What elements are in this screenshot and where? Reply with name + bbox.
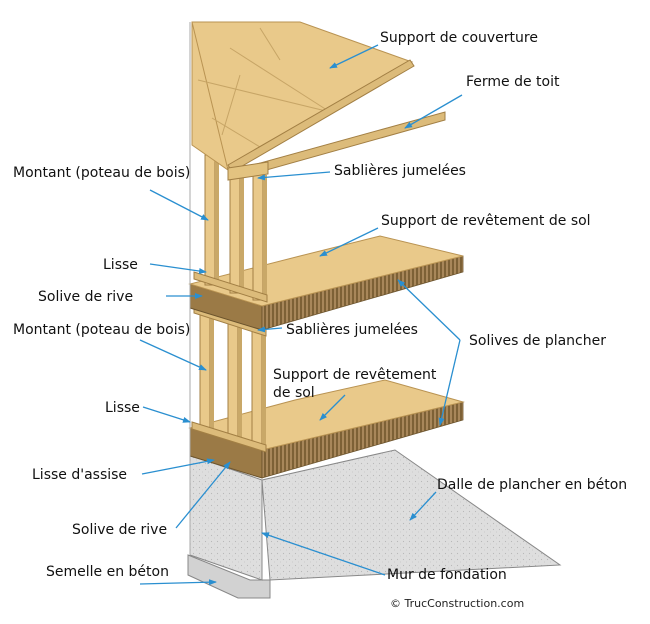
label-solive-rive-haut: Solive de rive [38,289,134,305]
label-ferme-toit: Ferme de toit [466,74,560,90]
label-mur-fondation: Mur de fondation [387,567,507,583]
label-lisse-bas: Lisse [105,400,140,416]
label-support-revetement-bas: Support de revêtement de sol [273,367,437,401]
copyright: © TrucConstruction.com [390,597,525,610]
roof [191,21,446,181]
label-support-revetement-haut: Support de revêtement de sol [381,213,591,229]
concrete-slab [261,449,562,581]
label-support-couverture: Support de couverture [380,30,538,46]
leader-arrows [139,44,463,586]
label-solives-plancher: Solives de plancher [469,333,606,349]
label-sablieres-haut: Sablières jumelées [334,163,466,179]
label-sablieres-bas: Sablières jumelées [286,322,418,338]
label-lisse-haut: Lisse [103,257,138,273]
roof-sheathing [191,21,414,171]
label-solive-rive-bas: Solive de rive [72,522,168,538]
label-semelle-beton: Semelle en béton [46,564,169,580]
footing [187,554,271,599]
label-dalle-beton: Dalle de plancher en béton [437,477,628,493]
label-montant-haut: Montant (poteau de bois) [13,165,191,181]
label-lisse-assise: Lisse d'assise [32,467,128,483]
lower-wall [191,304,267,453]
label-montant-bas: Montant (poteau de bois) [13,322,191,338]
